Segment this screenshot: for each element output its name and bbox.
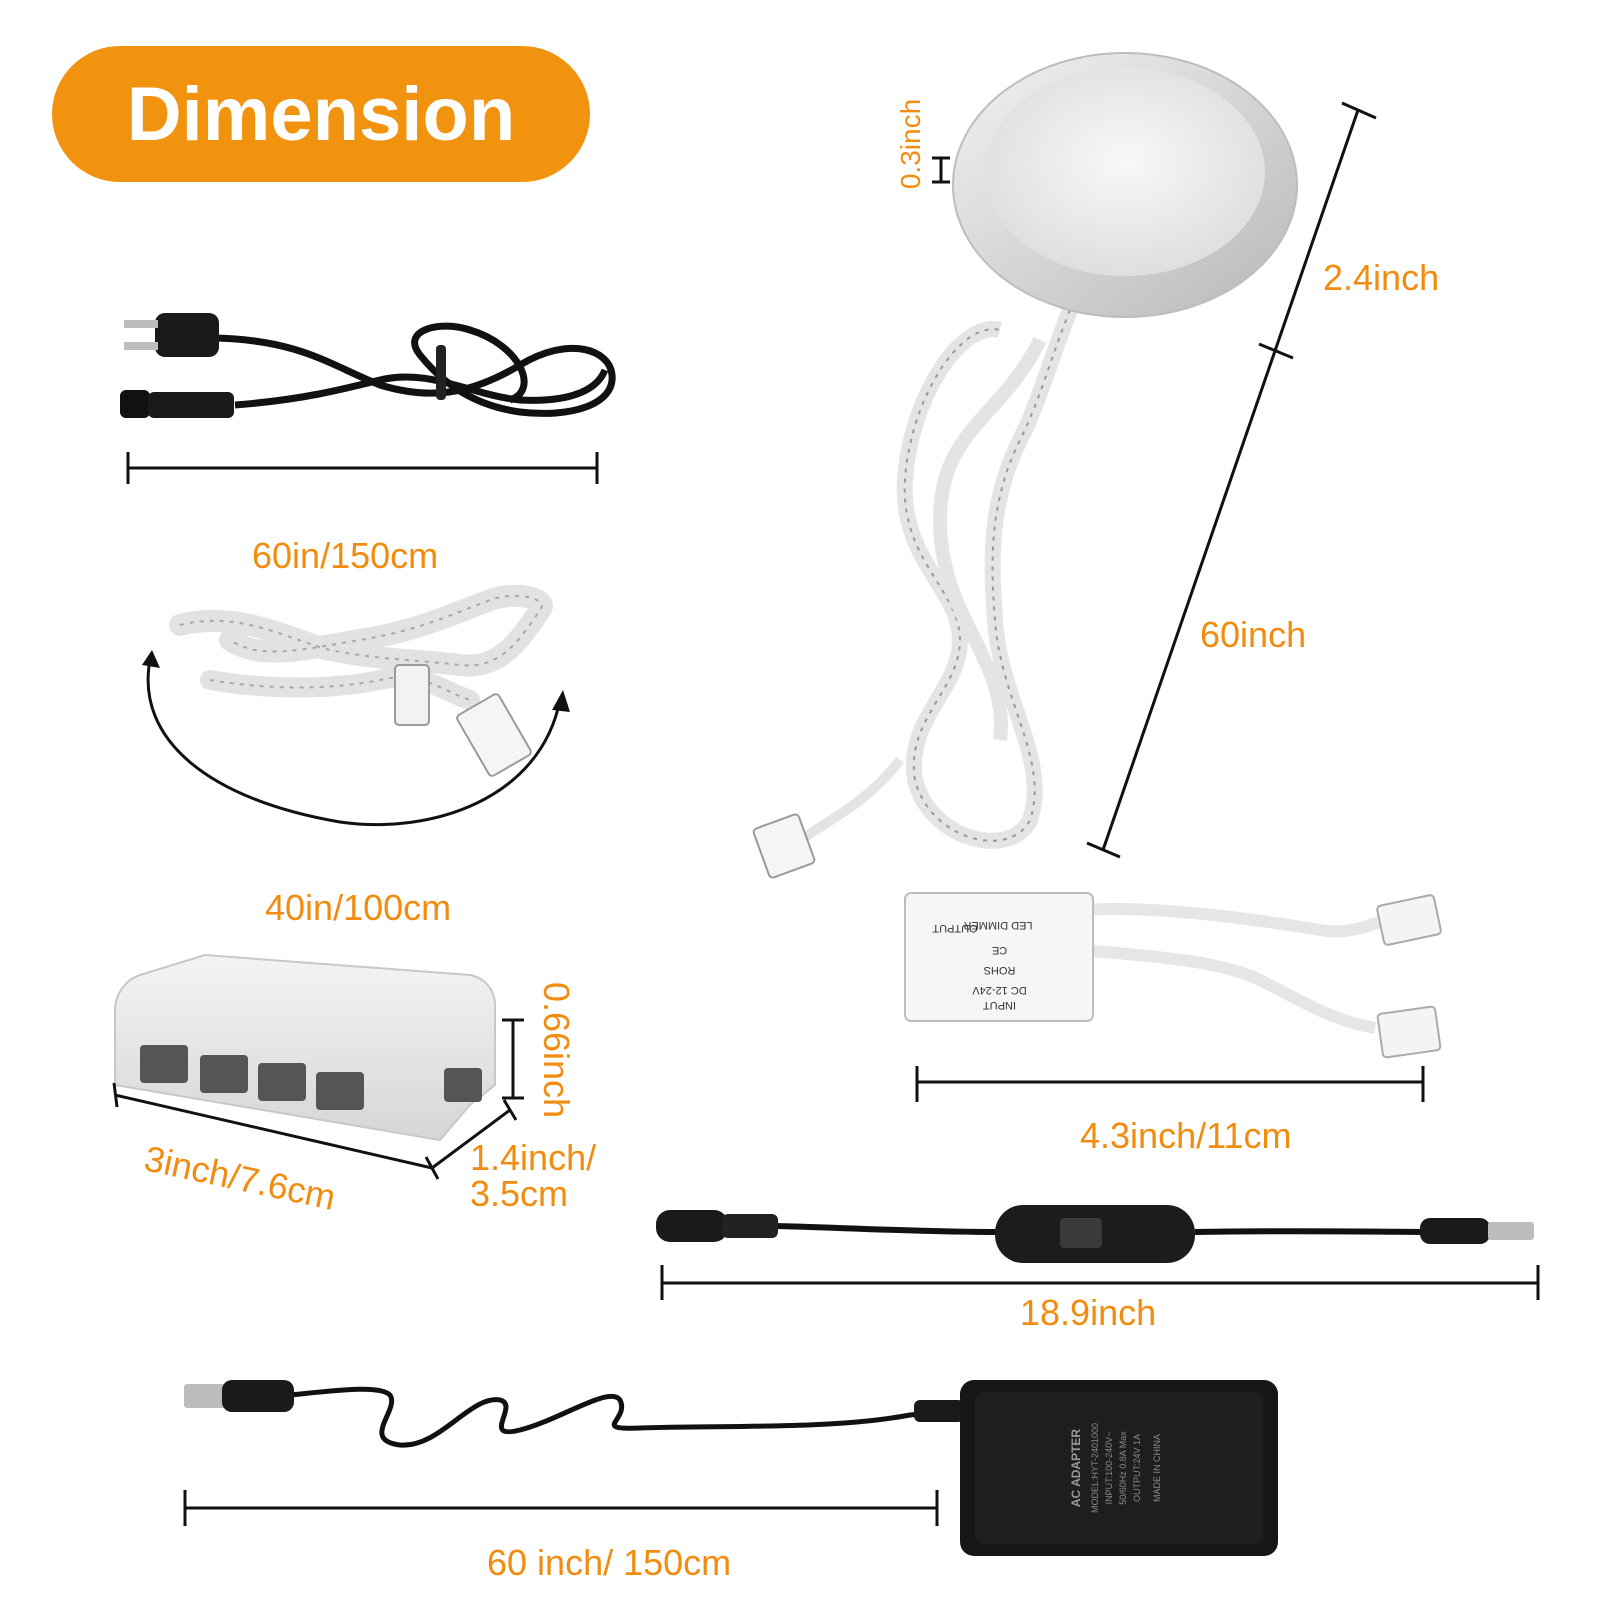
- adapter-print-model: MODEL:HYT-2401000: [1090, 1423, 1100, 1513]
- puck-diameter-label: 2.4inch: [1323, 257, 1440, 298]
- title-badge: Dimension: [52, 46, 590, 182]
- port-4: [316, 1072, 364, 1110]
- puck-lens: [985, 68, 1265, 276]
- dimmer-print-ce: CE: [992, 944, 1007, 956]
- led-dimmer-length-label: 4.3inch/11cm: [1080, 1115, 1292, 1156]
- power-cord-dimension-line: [126, 452, 599, 484]
- puck-light: [752, 52, 1298, 879]
- extension-cable: [142, 584, 570, 827]
- puck-cable-length-label: 60inch: [1200, 614, 1307, 655]
- distribution-box-dimension-lines: [112, 1018, 524, 1180]
- led-dimmer-dimension-line: [915, 1066, 1425, 1102]
- figure8-connector: [148, 392, 234, 418]
- dimmer-input-connector: [1376, 1005, 1442, 1059]
- puck-thickness-label: 0.3inch: [895, 98, 927, 190]
- dc-male-plug: [1420, 1218, 1490, 1244]
- dimmer-print-input: INPUT: [983, 999, 1016, 1011]
- plug-head: [155, 313, 219, 357]
- distribution-box-depth-label-line2: 3.5cm: [470, 1173, 569, 1214]
- port-input: [444, 1068, 482, 1102]
- port-1: [140, 1045, 188, 1083]
- adapter-print-output: OUTPUT:24V 1A: [1132, 1434, 1142, 1502]
- dc-female-jack: [656, 1210, 728, 1242]
- switch-cable: [656, 1205, 1534, 1263]
- cable-connector: [752, 813, 816, 879]
- dimmer-print-voltage: DC 12-24V: [972, 984, 1027, 996]
- port-3: [258, 1063, 306, 1101]
- adapter-print-name: AC ADAPTER: [1069, 1429, 1083, 1508]
- power-cord: [120, 313, 616, 418]
- ac-adapter-length-label: 60 inch/ 150cm: [487, 1542, 732, 1583]
- title-text: Dimension: [126, 71, 516, 157]
- svg-text:INPUT DC 12-24V: INPUT DC 12-24V ROHS CE LED DIMMER: [963, 919, 1032, 1011]
- connection-cable-length-label: 40in/100cm: [265, 887, 452, 928]
- dimmer-body: [904, 892, 1094, 1022]
- dimmer-print-output: OUTPUT: [932, 922, 978, 934]
- adapter-print-origin: MADE IN CHINA: [1152, 1434, 1162, 1502]
- puck-dimension-lines: [932, 101, 1377, 859]
- switch-cable-length-label: 18.9inch: [1020, 1292, 1157, 1333]
- ac-adapter: AC ADAPTER MODEL:HYT-2401000 INPUT:100-2…: [184, 1380, 1278, 1556]
- distribution-box-height-label: 0.66inch: [536, 981, 578, 1119]
- ac-adapter-dimension-line: [183, 1490, 939, 1526]
- connector-male: [394, 664, 430, 726]
- dimmer-output-connector: [1376, 894, 1442, 946]
- distribution-box: [114, 953, 496, 1142]
- distribution-box-depth-label-line1: 1.4inch/: [470, 1137, 597, 1178]
- dc-plug: [222, 1380, 294, 1412]
- extension-cable-length-label: 60in/150cm: [252, 535, 439, 576]
- connector-female: [456, 693, 532, 777]
- port-2: [200, 1055, 248, 1093]
- adapter-print-freq: 50/60Hz 0.8A Max: [1118, 1431, 1128, 1505]
- adapter-print-input: INPUT:100-240V~: [1104, 1432, 1114, 1505]
- led-dimmer: INPUT DC 12-24V ROHS CE LED DIMMER OUTPU…: [904, 892, 1442, 1059]
- switch-cable-dimension-line: [660, 1265, 1540, 1300]
- dimmer-print-name: LED DIMMER: [963, 919, 1032, 931]
- dimmer-print-rohs: ROHS: [984, 964, 1016, 976]
